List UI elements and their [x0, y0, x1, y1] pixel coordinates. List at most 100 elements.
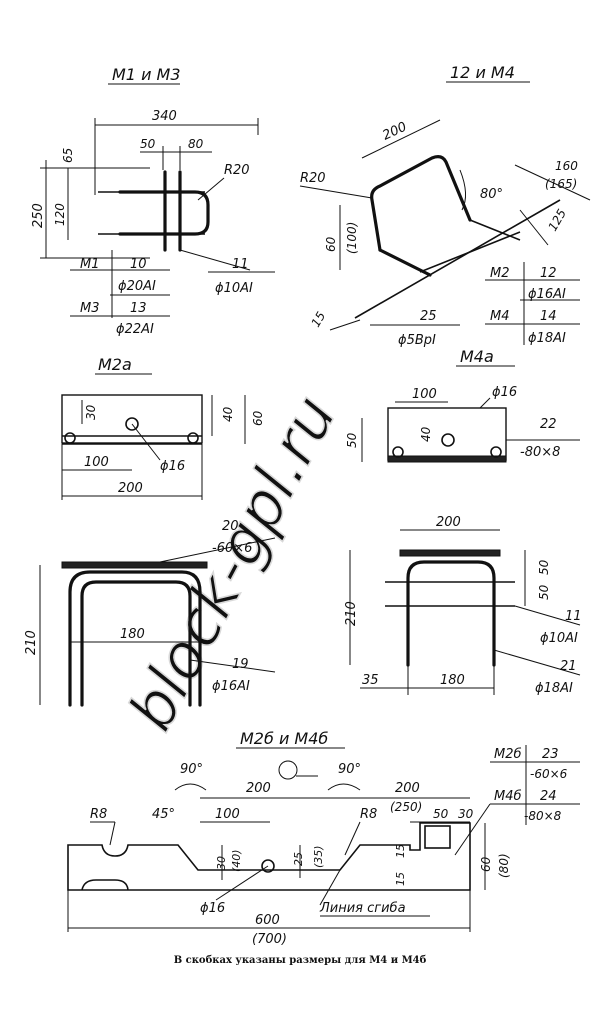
dim-600: 600 — [255, 913, 280, 928]
label-m2b: М2б — [494, 747, 522, 762]
label-90a: 90° — [180, 762, 203, 777]
dim-200-iso: 200 — [380, 120, 409, 144]
dim-35-right: 35 — [362, 673, 379, 688]
title-m2a: М2а — [98, 355, 132, 374]
dim-50-m2b: 50 — [433, 807, 449, 821]
label-phi16-m4a: ϕ16 — [492, 385, 517, 400]
dim-100-m2a: 100 — [84, 455, 109, 470]
dim-60-m2b: 60 — [479, 856, 493, 872]
dim-340: 340 — [152, 109, 177, 124]
label-m1: М1 — [80, 257, 100, 272]
label-45deg: 45° — [152, 807, 175, 822]
dim-15-iso: 15 — [308, 309, 328, 329]
label-r8b: R8 — [360, 807, 377, 822]
label-m3: М3 — [80, 301, 100, 316]
label-phi5: ϕ5ВрI — [398, 333, 436, 348]
dim-30v: 30 — [215, 856, 228, 870]
label-phi16-iso: ϕ16АI — [528, 287, 566, 302]
dim-40v: (40) — [230, 849, 243, 872]
dim-50-right-b: 50 — [537, 584, 551, 600]
label-19: 19 — [232, 657, 249, 672]
label-r20-iso: R20 — [300, 171, 326, 186]
section-m2a: М2а 30 40 60 100 ϕ16 200 — [61, 355, 265, 500]
title-m2b-m4b: М2б и М4б — [240, 729, 328, 748]
title-m1-m3: М1 и М3 — [112, 65, 181, 84]
label-m2: М2 — [490, 266, 510, 281]
dim-80-m2b: (80) — [497, 853, 511, 878]
dim-200-m2b: 200 — [246, 781, 271, 796]
label-14: 14 — [540, 309, 557, 324]
dim-15b: 15 — [394, 872, 407, 886]
dim-100-m4a: 100 — [412, 387, 437, 402]
dim-180-left: 180 — [120, 627, 145, 642]
section-m4a: М4а 100 ϕ16 50 40 22 -80×8 — [345, 347, 580, 463]
dim-210-left: 210 — [24, 630, 39, 655]
label-10: 10 — [130, 257, 147, 272]
label-20: 20 — [222, 519, 239, 534]
dim-30-m2b: 30 — [458, 807, 474, 821]
label-80deg: 80° — [480, 187, 503, 202]
dim-60-iso: 60 — [324, 236, 338, 252]
dim-100-iso: (100) — [345, 222, 359, 254]
label-13: 13 — [130, 301, 147, 316]
dim-35: (35) — [312, 845, 325, 868]
section-m1-m3: М1 и М3 340 50 80 65 120 250 R20 М1 10 ϕ… — [31, 65, 275, 337]
label-phi10: ϕ10АI — [215, 281, 253, 296]
label-11: 11 — [232, 257, 249, 272]
section-m2-m4: 12 и М4 200 160 (165) R20 80° 125 60 (10… — [299, 63, 591, 348]
label-phi16-m2b: ϕ16 — [200, 901, 225, 916]
dim-65: 65 — [61, 148, 75, 163]
label-r20: R20 — [224, 163, 250, 178]
label-24: 24 — [540, 789, 557, 804]
label-12: 12 — [540, 266, 557, 281]
dim-165: (165) — [545, 177, 577, 191]
dim-40-m4a: 40 — [419, 426, 433, 442]
label-phi16-left: ϕ16АI — [212, 679, 250, 694]
dim-100-m2b: 100 — [215, 807, 240, 822]
dim-250: (250) — [390, 800, 422, 814]
dim-50: 50 — [140, 137, 156, 151]
dim-180-right: 180 — [440, 673, 465, 688]
label-r8a: R8 — [90, 807, 107, 822]
label-25: 25 — [420, 309, 437, 324]
dim-125: 125 — [545, 207, 569, 234]
dim-200b: 200 — [395, 781, 420, 796]
section-m2b-m4b: М2б и М4б 90° 200 90° 200 (250) R8 45° 1… — [67, 729, 580, 947]
label-phi18-iso: ϕ18АI — [528, 331, 566, 346]
label-phi10-right: ϕ10АI — [540, 631, 578, 646]
dim-200-right: 200 — [436, 515, 461, 530]
label-80x8-m4b: -80×8 — [524, 809, 562, 823]
label-22: 22 — [540, 417, 557, 432]
section-front-right: 200 50 50 210 11 ϕ10АI 21 ϕ18АI 35 180 — [344, 515, 582, 696]
dim-210-right: 210 — [344, 601, 359, 626]
title-m4a: М4а — [460, 347, 494, 366]
label-m4: М4 — [490, 309, 510, 324]
label-11-right: 11 — [565, 609, 582, 624]
dim-160: 160 — [555, 159, 578, 173]
dim-30-m2a: 30 — [84, 404, 98, 420]
dim-80: 80 — [188, 137, 204, 151]
label-90b: 90° — [338, 762, 361, 777]
dim-40-m2a: 40 — [221, 406, 235, 422]
section-front-left: 20 -60×6 180 210 19 ϕ16АI — [24, 519, 276, 707]
label-phi20: ϕ20АI — [118, 279, 156, 294]
label-60x6-m2b: -60×6 — [530, 767, 568, 781]
dim-25: 25 — [292, 852, 305, 866]
label-bend-line: Линия сгиба — [319, 901, 406, 916]
dim-120: 120 — [53, 203, 67, 226]
dim-50-m4a: 50 — [345, 432, 359, 448]
label-phi16-m2a: ϕ16 — [160, 459, 185, 474]
dim-50-right-a: 50 — [537, 559, 551, 575]
dim-200-m2a: 200 — [118, 481, 143, 496]
footnote: В скобках указаны размеры для М4 и М4б — [173, 955, 427, 966]
label-60x6-left: -60×6 — [212, 541, 252, 556]
title-m2-m4: 12 и М4 — [450, 63, 515, 82]
label-phi18-right: ϕ18АI — [535, 681, 573, 696]
label-phi22: ϕ22АI — [116, 322, 154, 337]
label-m4b: М4б — [494, 789, 522, 804]
label-23: 23 — [542, 747, 559, 762]
dim-60-m2a: 60 — [251, 410, 265, 426]
dim-700: (700) — [252, 932, 287, 947]
label-80x8-m4a: -80×8 — [520, 445, 560, 460]
